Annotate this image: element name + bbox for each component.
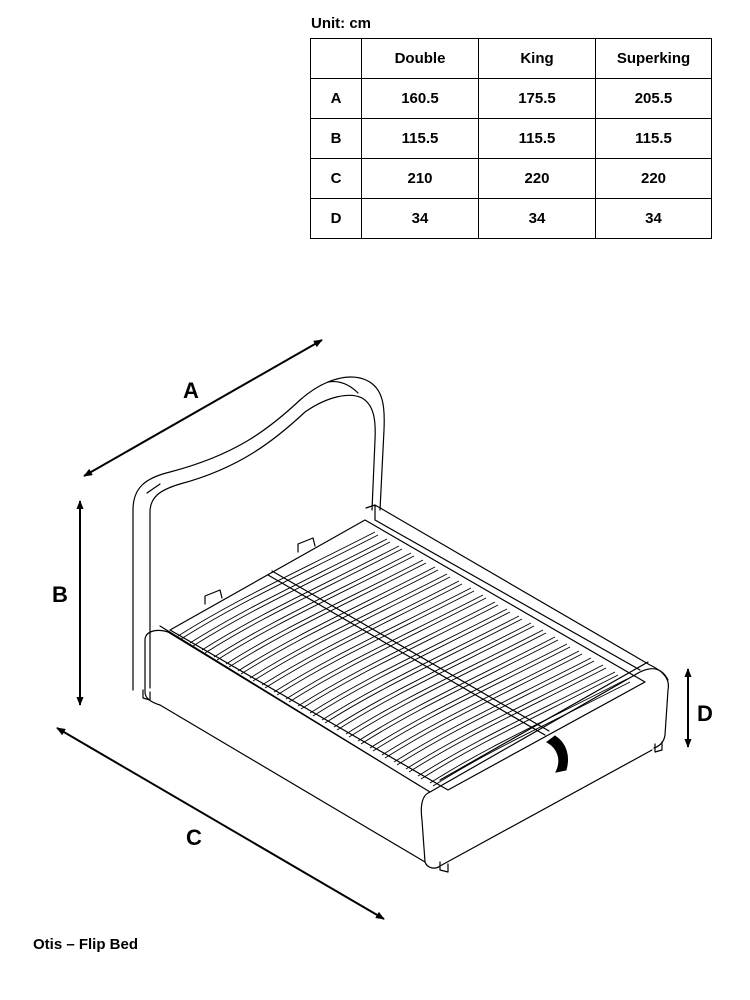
table-header-cell (310, 38, 362, 79)
table-row: D 34 34 34 (310, 198, 712, 239)
table-cell: 220 (478, 158, 596, 199)
dimensions-table: Double King Superking A 160.5 175.5 205.… (310, 38, 712, 239)
headboard-seam (146, 380, 359, 494)
headboard-inner (149, 394, 376, 689)
dimension-label-a: A (183, 378, 199, 403)
table-row: A 160.5 175.5 205.5 (310, 78, 712, 119)
bed-leg (654, 741, 663, 753)
product-caption: Otis – Flip Bed (33, 936, 139, 953)
table-cell: 175.5 (478, 78, 596, 119)
footboard (420, 661, 669, 869)
dimension-label-d: D (697, 701, 713, 726)
table-cell: 220 (595, 158, 712, 199)
table-cell: 115.5 (478, 118, 596, 159)
table-cell: 205.5 (595, 78, 712, 119)
table-cell: 34 (595, 198, 712, 239)
table-cell: 34 (361, 198, 479, 239)
bed-leg (142, 689, 151, 701)
table-cell: D (310, 198, 362, 239)
lift-handle (297, 537, 316, 553)
unit-label: Unit: cm (311, 15, 371, 32)
headboard-outer (132, 376, 385, 691)
dimension-label-b: B (52, 582, 68, 607)
dimension-label-c: C (186, 825, 202, 850)
dimension-arrow-a (83, 339, 323, 477)
table-header-row: Double King Superking (310, 38, 712, 79)
table-cell: 160.5 (361, 78, 479, 119)
table-header-cell: Superking (595, 38, 712, 79)
rear-side-rail (365, 504, 670, 749)
pull-strap (546, 735, 569, 773)
base-frame (169, 519, 646, 791)
table-row: B 115.5 115.5 115.5 (310, 118, 712, 159)
table-row: C 210 220 220 (310, 158, 712, 199)
table-header-cell: Double (361, 38, 479, 79)
slat-group (177, 531, 631, 787)
bed-leg (439, 861, 449, 873)
dimension-arrow-c (56, 727, 385, 920)
lift-handle (204, 589, 223, 605)
